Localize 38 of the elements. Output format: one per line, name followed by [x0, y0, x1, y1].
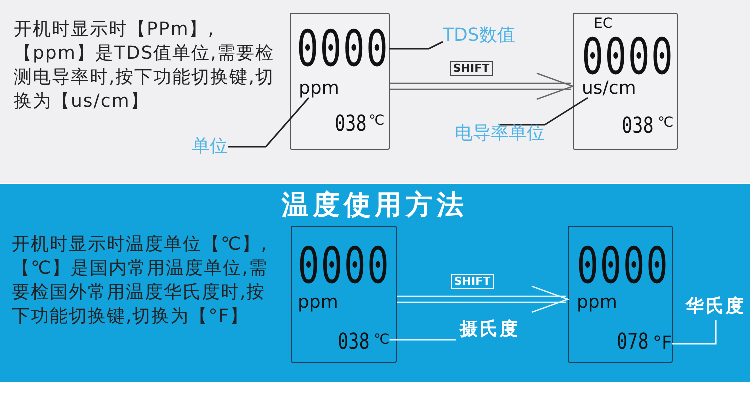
temperature-reading: 038	[335, 114, 367, 136]
lcd-display	[290, 13, 390, 150]
lcd-digits: 0000	[298, 241, 390, 291]
instruction-text: 开机时显示时温度单位【℃】,【℃】是国内常用温度单位,需要检国外常用温度华氏度时,按下功能切换键,切换为【°F】	[12, 233, 269, 329]
unit-label: ppm	[577, 294, 618, 312]
callout-text: 单位	[192, 138, 228, 156]
callout-text: 摄氏度	[460, 321, 520, 339]
unit-label: °F	[653, 335, 672, 353]
lcd-digits: 0000	[297, 24, 390, 74]
unit-label: ℃	[658, 116, 674, 130]
unit-label: ppm	[298, 294, 338, 312]
leader-line	[389, 41, 444, 50]
unit-label: ℃	[369, 114, 385, 128]
leader-line	[390, 339, 456, 341]
temperature-reading: 078	[617, 332, 649, 354]
lcd-digits: 0000	[577, 241, 670, 291]
unit-label: ℃	[374, 333, 390, 347]
section-title: 温度使用方法	[282, 190, 468, 221]
instruction-text: 开机时显示时【PPm】,【ppm】是TDS值单位,需要检测电导率时,按下功能切换键,切换为【us/cm】	[14, 18, 276, 114]
lcd-display	[573, 13, 678, 150]
callout-text: 华氏度	[686, 298, 746, 316]
edge-label: SHIFT	[450, 60, 493, 76]
unit-label: us/cm	[582, 80, 636, 98]
leader-line	[672, 320, 717, 345]
edge-label: SHIFT	[451, 274, 494, 288]
temperature-reading: 038	[622, 116, 654, 138]
lcd-digits: 0000	[582, 32, 674, 82]
leader-line	[228, 97, 310, 148]
temperature-reading: 038	[338, 332, 370, 354]
arrow	[389, 72, 574, 100]
unit-label: ppm	[299, 80, 340, 98]
leader-line	[499, 97, 588, 126]
lcd-display	[291, 226, 397, 363]
mode-label: EC	[594, 17, 613, 31]
callout-text: TDS数值	[443, 27, 516, 45]
callout-text: 电导率单位	[455, 125, 545, 143]
arrow	[396, 286, 569, 314]
lcd-display	[568, 226, 673, 363]
